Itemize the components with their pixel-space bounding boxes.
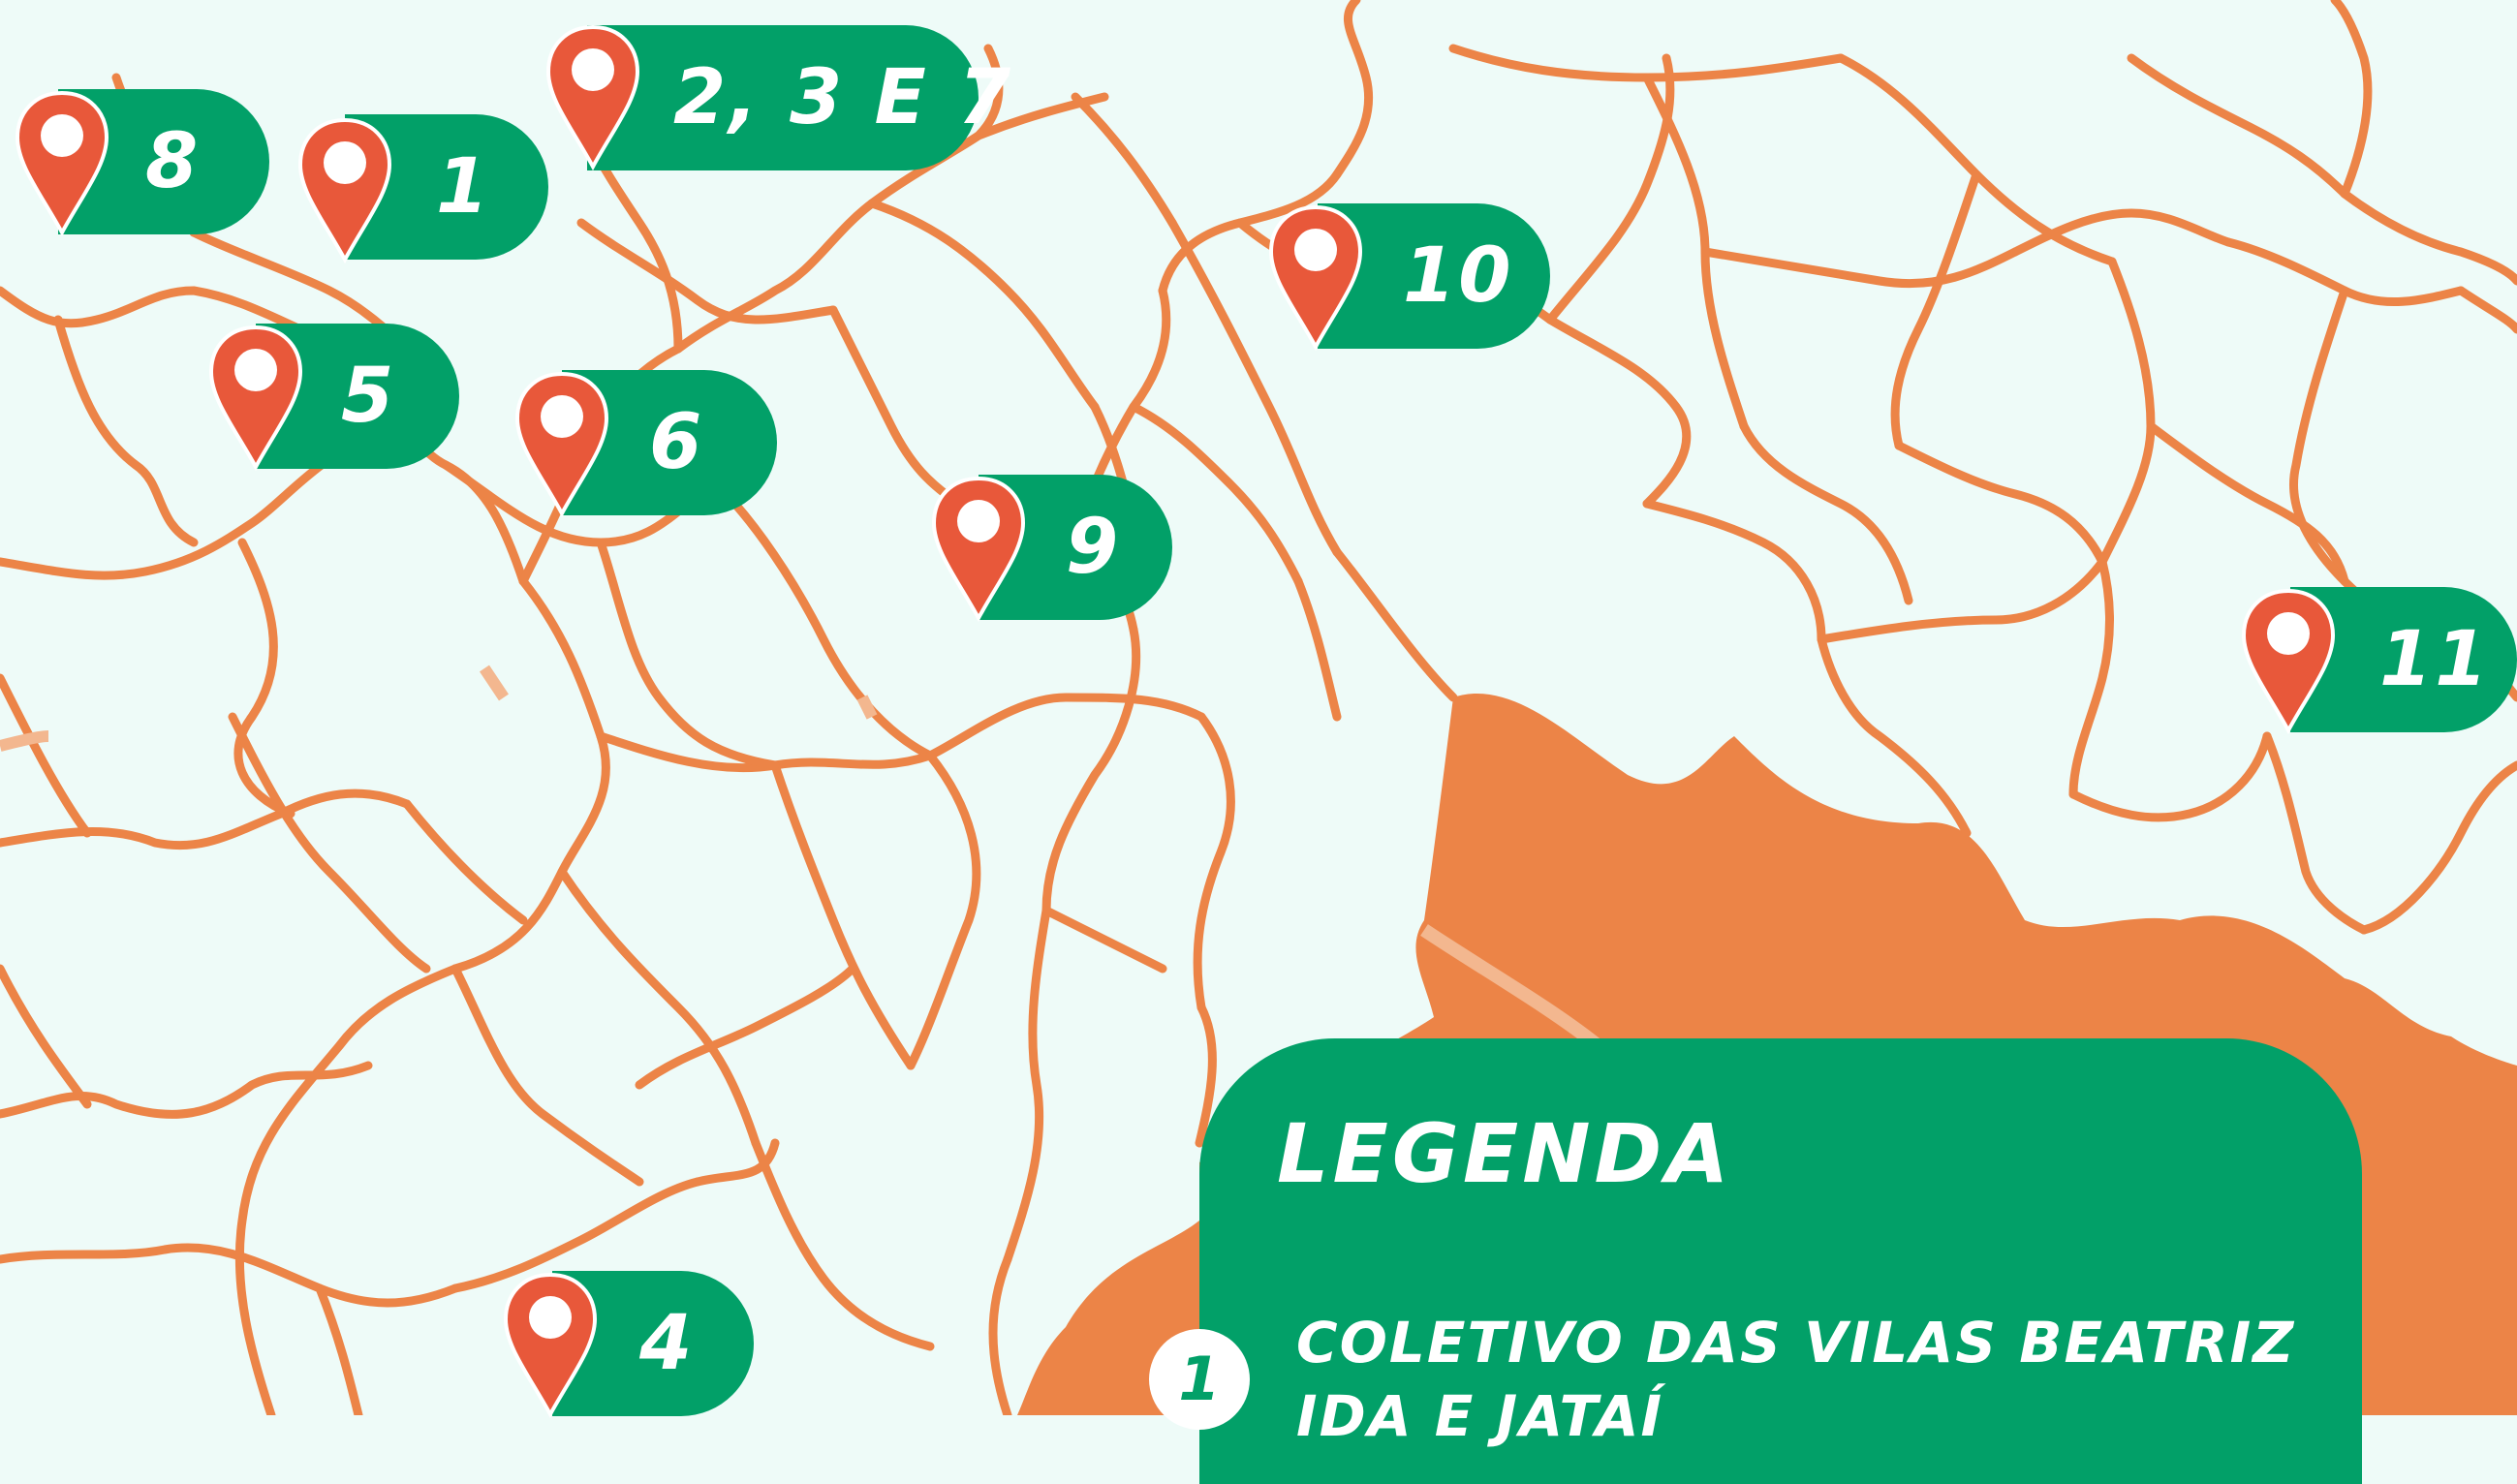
marker-label: 8	[145, 118, 202, 205]
map-pin-icon	[208, 325, 303, 472]
marker-label: 5	[341, 353, 397, 440]
map-pin-icon	[2241, 588, 2336, 735]
marker-label-bg	[587, 25, 979, 170]
legend-title: LEGENDA	[1277, 1106, 1733, 1201]
map-pin-icon	[297, 117, 392, 264]
marker-label: 2, 3 E 7	[673, 54, 1014, 141]
legend-item-number: 1	[1149, 1329, 1250, 1430]
marker-label: 10	[1403, 232, 1514, 320]
map-pin-icon	[514, 371, 609, 518]
map-pin-icon	[931, 476, 1026, 623]
legend-item-text: COLETIVO DAS VILAS BEATRIZ IDA E JATAÍ	[1296, 1310, 2296, 1449]
legend-panel: LEGENDA 1 COLETIVO DAS VILAS BEATRIZ IDA…	[1149, 1038, 2362, 1484]
marker-label: 11	[2379, 616, 2491, 703]
map-pin-icon	[545, 24, 640, 171]
marker-label: 6	[649, 399, 705, 486]
marker-label: 4	[639, 1300, 696, 1387]
map-pin-icon	[15, 90, 109, 237]
map-pin-icon	[1268, 204, 1363, 352]
marker-label: 9	[1066, 504, 1122, 591]
water-highlight	[1420, 924, 1603, 1052]
map-pin-icon	[503, 1272, 598, 1419]
marker-label: 1	[436, 143, 492, 231]
road-network	[0, 0, 2517, 1415]
